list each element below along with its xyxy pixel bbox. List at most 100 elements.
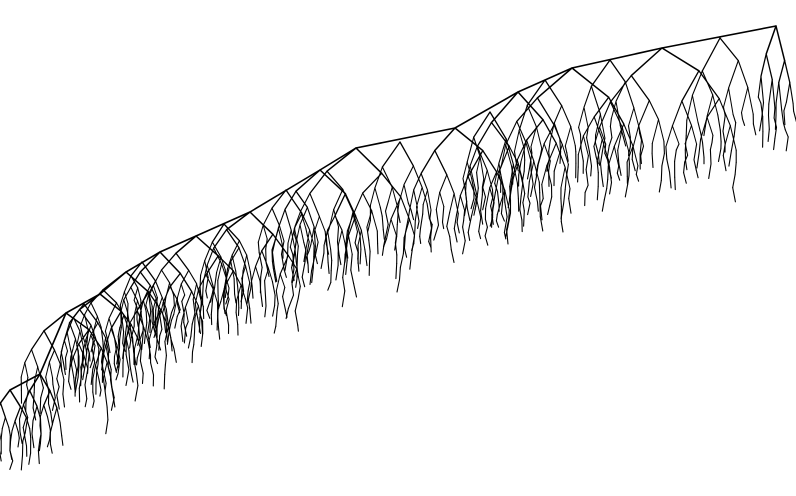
tree-branch-1172 bbox=[293, 227, 299, 247]
tree-branch-349 bbox=[173, 298, 178, 315]
tree-branch-93 bbox=[32, 391, 35, 409]
tree-branch-65 bbox=[38, 442, 41, 452]
tree-branch-779 bbox=[490, 205, 493, 213]
tree-branch-847 bbox=[505, 144, 513, 167]
tree-branch-1279 bbox=[528, 152, 533, 170]
tree-branch-1002 bbox=[761, 102, 765, 119]
tree-branch-1304 bbox=[578, 106, 585, 128]
tree-branch-1325 bbox=[610, 100, 617, 120]
tree-branch-1288 bbox=[548, 140, 551, 152]
tree-branch-810 bbox=[522, 193, 526, 204]
tree-branch-1269 bbox=[514, 130, 520, 152]
tree-branch-1191 bbox=[374, 166, 383, 189]
tree-branch-412 bbox=[187, 335, 192, 349]
tree-branch-478 bbox=[234, 293, 237, 304]
tree-branch-321 bbox=[142, 284, 151, 301]
tree-branch-1315 bbox=[599, 113, 606, 139]
tree-branch-410 bbox=[191, 312, 196, 325]
tree-branch-977 bbox=[706, 116, 714, 136]
tree-branch-476 bbox=[224, 290, 227, 299]
tree-branch-237 bbox=[96, 315, 102, 328]
tree-branch-846 bbox=[500, 144, 507, 167]
tree-branch-1303 bbox=[590, 85, 601, 115]
tree-branch-225 bbox=[102, 289, 118, 304]
tree-branch-394 bbox=[170, 304, 175, 314]
tree-branch-675 bbox=[398, 266, 401, 281]
tree-branch-256 bbox=[117, 335, 120, 349]
tree-branch-49 bbox=[20, 454, 24, 471]
tree-branch-66 bbox=[46, 416, 51, 431]
tree-branch-1027 bbox=[792, 102, 795, 112]
tree-branch-950 bbox=[660, 165, 663, 182]
tree-branch-1359 bbox=[703, 126, 706, 137]
tree-branch-838 bbox=[568, 188, 571, 200]
tree-branch-362 bbox=[185, 321, 189, 329]
tree-branch-1061 bbox=[100, 361, 104, 371]
tree-branch-645 bbox=[346, 214, 354, 232]
tree-branch-1242 bbox=[473, 203, 477, 216]
tree-branch-958 bbox=[665, 146, 668, 160]
tree-branch-1003 bbox=[759, 117, 763, 132]
tree-branch-1035 bbox=[59, 344, 64, 358]
tree-branch-1285 bbox=[561, 105, 572, 128]
tree-branch-519 bbox=[290, 294, 295, 303]
tree-branch-480 bbox=[245, 265, 251, 284]
tree-branch-699 bbox=[419, 213, 424, 230]
tree-branch-978 bbox=[698, 138, 702, 155]
tree-branch-275 bbox=[139, 347, 142, 362]
tree-branch-451 bbox=[225, 211, 251, 231]
tree-branch-763 bbox=[490, 121, 510, 147]
tree-branch-724 bbox=[482, 149, 498, 173]
tree-branch-236 bbox=[93, 315, 98, 330]
tree-branch-214 bbox=[133, 336, 138, 350]
tree-branch-303 bbox=[123, 286, 132, 301]
tree-branch-1011 bbox=[774, 126, 778, 140]
tree-branch-632 bbox=[336, 241, 340, 257]
tree-branch-1300 bbox=[590, 59, 611, 87]
tree-branch-1084 bbox=[136, 319, 139, 327]
tree-branch-25 bbox=[9, 439, 12, 452]
tree-branch-343 bbox=[162, 301, 167, 317]
tree-branch-934 bbox=[627, 175, 630, 185]
tree-branch-1018 bbox=[774, 115, 777, 130]
tree-branch-1247 bbox=[498, 138, 507, 164]
tree-branch-447 bbox=[235, 311, 239, 325]
tree-branch-955 bbox=[681, 100, 693, 126]
tree-branch-613 bbox=[306, 241, 310, 255]
tree-branch-388 bbox=[169, 282, 175, 296]
tree-branch-1130 bbox=[238, 240, 248, 256]
tree-branch-802 bbox=[542, 119, 557, 144]
tree-branch-1068 bbox=[123, 275, 132, 293]
tree-branch-609 bbox=[293, 239, 297, 257]
tree-branch-526 bbox=[295, 169, 321, 192]
tree-branch-620 bbox=[309, 270, 313, 285]
tree-branch-798 bbox=[519, 195, 522, 210]
tree-branch-3 bbox=[0, 402, 7, 419]
tree-branch-299 bbox=[139, 251, 161, 273]
tree-branch-989 bbox=[734, 161, 737, 176]
tree-branch-276 bbox=[139, 360, 144, 374]
tree-branch-219 bbox=[134, 385, 139, 402]
tree-branch-162 bbox=[64, 350, 69, 359]
tree-branch-1052 bbox=[86, 334, 92, 350]
tree-branch-1248 bbox=[505, 138, 514, 166]
tree-branch-618 bbox=[314, 245, 316, 258]
tree-branch-111 bbox=[56, 378, 60, 388]
tree-branch-239 bbox=[90, 343, 94, 353]
tree-branch-235 bbox=[88, 352, 91, 362]
tree-branch-293 bbox=[164, 341, 167, 356]
tree-branch-315 bbox=[133, 300, 138, 316]
tree-branch-563 bbox=[334, 193, 347, 217]
tree-branch-1112 bbox=[204, 260, 209, 278]
tree-branch-398 bbox=[188, 269, 198, 285]
tree-branch-994 bbox=[760, 53, 767, 77]
tree-branch-20 bbox=[14, 406, 22, 422]
tree-branch-1170 bbox=[301, 212, 311, 231]
tree-branch-1250 bbox=[498, 162, 504, 187]
tree-branch-243 bbox=[108, 302, 118, 319]
tree-branch-755 bbox=[495, 213, 498, 222]
tree-branch-1198 bbox=[381, 215, 384, 231]
tree-branch-466 bbox=[217, 294, 220, 310]
